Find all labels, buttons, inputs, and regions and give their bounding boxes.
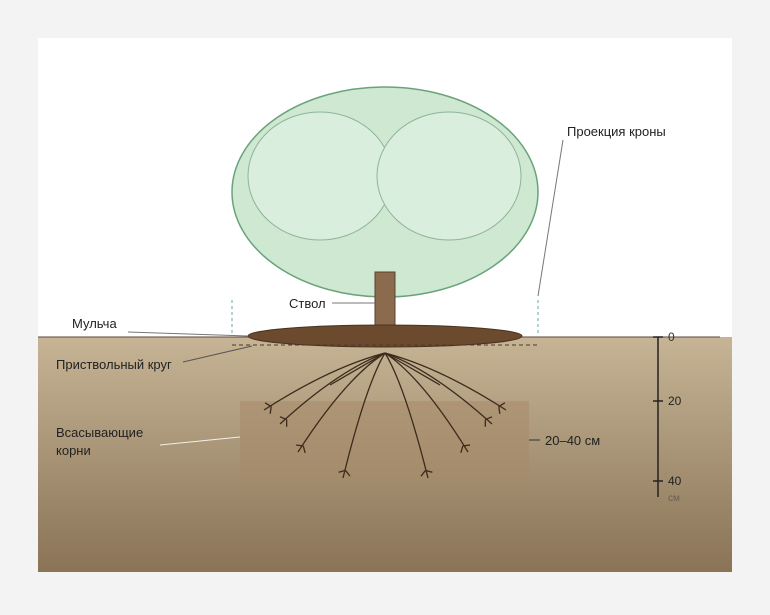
crown-lobe-right (377, 112, 521, 240)
crown-projection-label: Проекция кроны (567, 124, 666, 139)
crown-lobe-left (248, 112, 392, 240)
mulch-layer (248, 325, 522, 347)
mulch-label: Мульча (72, 316, 117, 331)
feeding-roots-label-line2: корни (56, 443, 91, 458)
depth-tick-label-40: 40 (668, 474, 682, 488)
depth-tick-label-20: 20 (668, 394, 682, 408)
feeding-roots-label-line1: Всасывающие (56, 425, 143, 440)
trunk-label: Ствол (289, 296, 326, 311)
depth-range-label: 20–40 см (545, 433, 600, 448)
trunk-circle-label: Приствольный круг (56, 357, 172, 372)
trunk (375, 272, 395, 328)
depth-unit-label: см (668, 493, 680, 504)
root-fork-6b (463, 445, 470, 446)
feeding-root-zone (240, 401, 529, 482)
tree-crown (232, 87, 538, 297)
depth-tick-label-0: 0 (668, 330, 675, 344)
